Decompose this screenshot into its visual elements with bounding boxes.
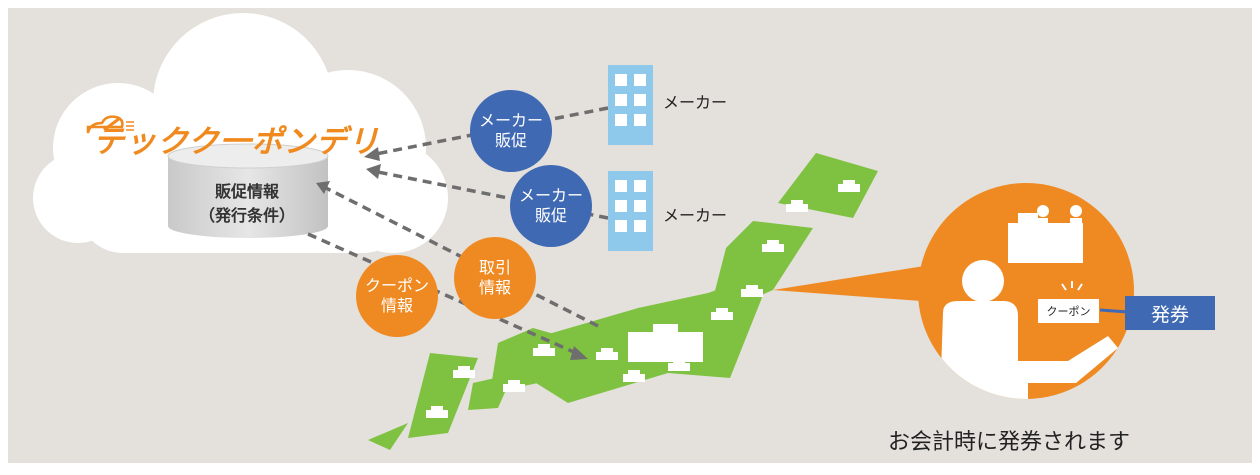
db-label-line2: （発行条件） <box>198 206 295 225</box>
brand-logo-text: テックク一ポンデリ <box>93 124 380 160</box>
city-markers <box>426 180 860 418</box>
bubble-line: クーポン <box>364 276 429 295</box>
store-illustration <box>918 183 1134 399</box>
bubble-line: 取引 <box>478 258 511 277</box>
transaction-info-bubble: 取引 情報 <box>454 237 536 319</box>
database-cylinder <box>167 143 329 238</box>
coupon-card: クーポン <box>1038 299 1099 323</box>
callout-wedge <box>773 263 948 303</box>
diagram-canvas: テックク一ポンデリ 販促情報 （発行条件） メーカー 販促 メーカー 販促 取引… <box>8 8 1252 463</box>
bubble-line: 情報 <box>478 278 511 297</box>
issue-connector <box>1099 308 1129 314</box>
caption: お会計時に発券されます <box>888 430 1131 455</box>
db-label-line1: 販促情報 <box>214 182 279 201</box>
coupon-info-bubble: クーポン 情報 <box>356 255 438 337</box>
maker-label-1: メーカー <box>663 93 728 112</box>
building-icon <box>608 65 653 145</box>
issue-tag: 発券 <box>1125 296 1215 330</box>
diagram-graphics <box>33 13 1134 450</box>
maker-promo-bubble-1: メーカー 販促 <box>470 90 552 172</box>
bubble-line: 販促 <box>534 206 567 225</box>
bubble-line: 情報 <box>380 296 413 315</box>
maker-label-2: メーカー <box>663 206 728 225</box>
cloud-logo-icon <box>86 115 134 134</box>
bubble-line: メーカー <box>518 186 583 205</box>
bubble-line: 販促 <box>494 131 527 150</box>
arrow-heads <box>316 147 588 360</box>
sparkle-icon <box>1061 281 1083 291</box>
building-icon <box>608 171 653 251</box>
bubble-line: メーカー <box>478 111 543 130</box>
maker-promo-bubble-2: メーカー 販促 <box>510 165 592 247</box>
